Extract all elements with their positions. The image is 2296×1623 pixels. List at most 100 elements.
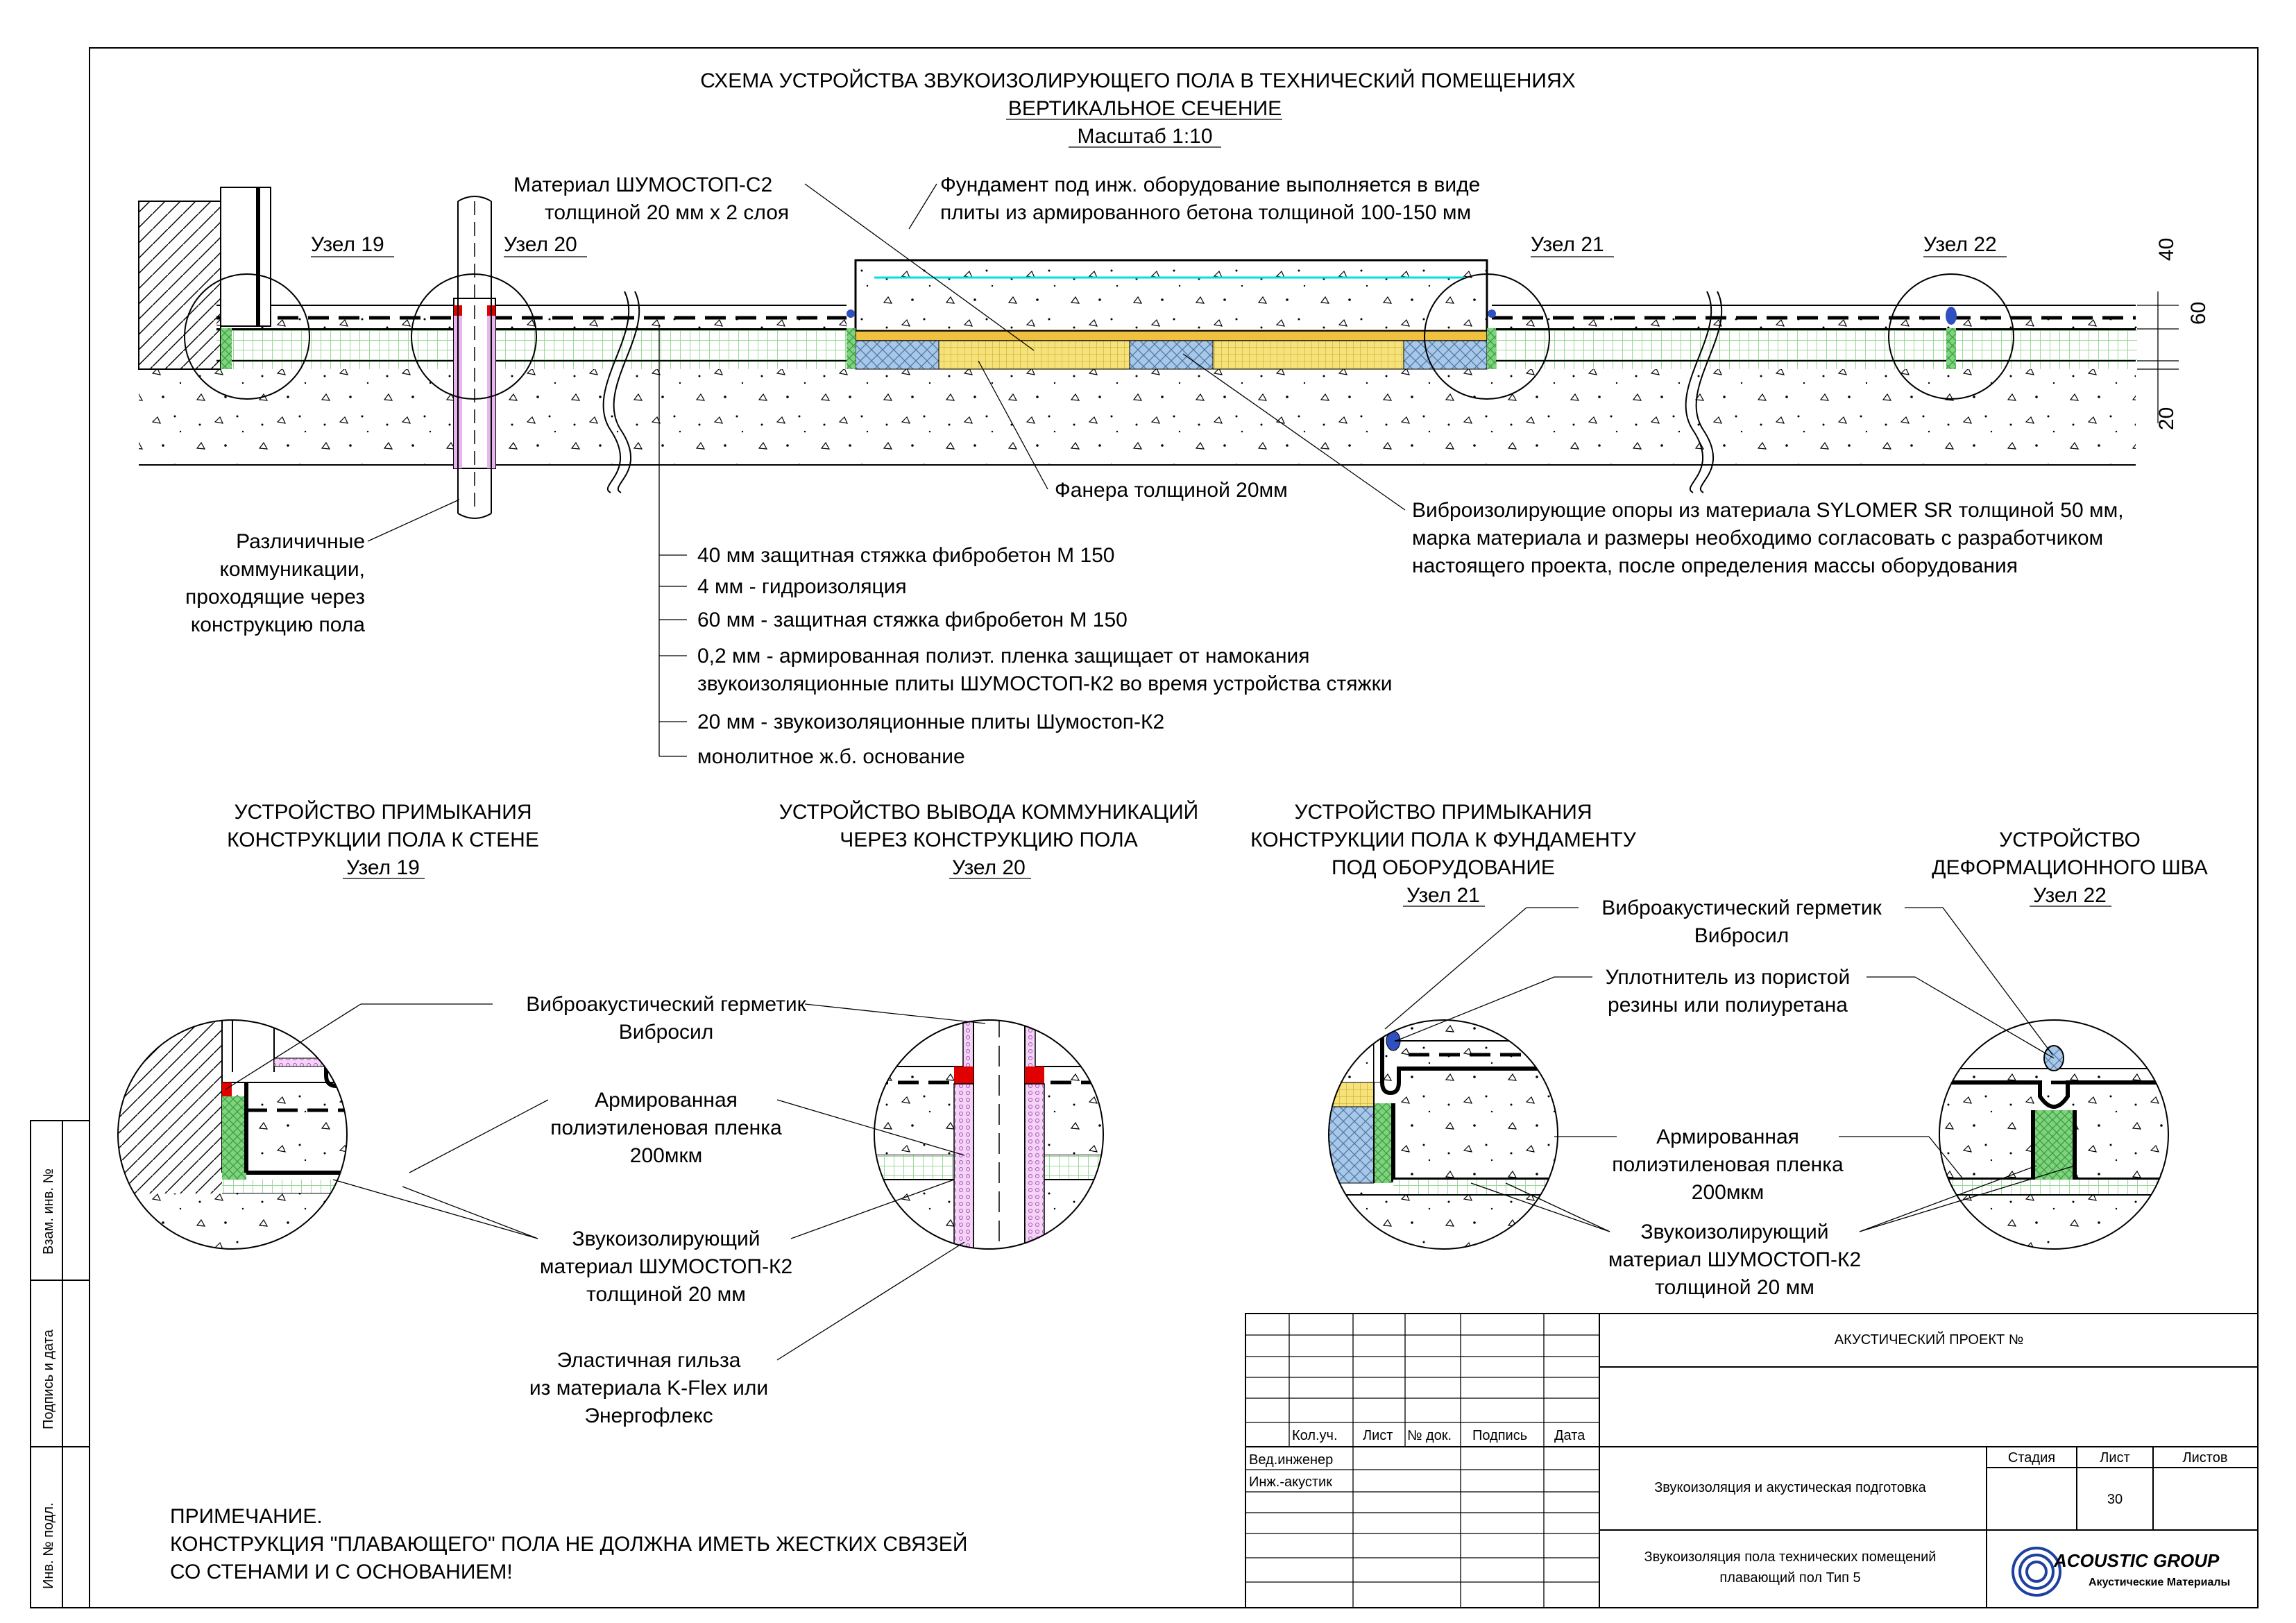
layer-4a: 0,2 мм - армированная полиэт. пленка защ…	[697, 645, 1310, 668]
lc-sealant-2: Вибросил	[619, 1021, 714, 1044]
title-line-2: ВЕРТИКАЛЬНОЕ СЕЧЕНИЕ	[1008, 97, 1282, 120]
section-name: Звукоизоляция и акустическая подготовка	[1654, 1480, 1926, 1495]
equipment-foundation	[854, 259, 1488, 332]
logo-text: ACOUSTIC GROUP	[2053, 1550, 2220, 1571]
lc-sound-3: толщиной 20 мм	[586, 1283, 746, 1306]
col-date: Дата	[1554, 1428, 1585, 1443]
node-19-detail-circle	[117, 1019, 348, 1250]
rc-seal-2: резины или полиуретана	[1608, 994, 1848, 1017]
title-line-3: Масштаб 1:10	[1077, 125, 1212, 148]
sheets-header: Листов	[2183, 1450, 2228, 1465]
lc-sleeve-1: Эластичная гильза	[557, 1349, 741, 1372]
node22-node: Узел 22	[2033, 884, 2107, 907]
sheet-number: 30	[2107, 1492, 2123, 1507]
node19-node: Узел 19	[346, 856, 420, 879]
node21-node: Узел 21	[1406, 884, 1480, 907]
stamp-1: Взам. инв. №	[41, 1169, 56, 1255]
lc-sleeve-3: Энергофлекс	[584, 1404, 713, 1427]
dimension-chain: 40 60 20	[2137, 238, 2210, 430]
node-label-22: Узел 22	[1923, 233, 1997, 256]
callout-comm-2: коммуникации,	[219, 558, 365, 581]
callout-comm-1: Различичные	[236, 530, 365, 553]
lc-sound-1: Звукоизолирующий	[572, 1227, 760, 1250]
node20-title-2: ЧЕРЕЗ КОНСТРУКЦИЮ ПОЛА	[840, 829, 1138, 851]
rc-seal-1: Уплотнитель из пористой	[1606, 966, 1851, 989]
title-block: Кол.уч. Лист № док. Подпись Дата Вед.инж…	[1245, 1313, 2259, 1608]
callout-supports-1: Виброизолирующие опоры из материала SYLO…	[1412, 499, 2124, 522]
rc-sealant-1: Виброакустический герметик	[1601, 897, 1882, 919]
dim-20: 20	[2155, 407, 2178, 430]
side-stamp: Взам. инв. № Подпись и дата Инв. № подл.	[30, 1120, 90, 1608]
node21-title-2: КОНСТРУКЦИИ ПОЛА К ФУНДАМЕНТУ	[1250, 829, 1637, 851]
node21-title-1: УСТРОЙСТВО ПРИМЫКАНИЯ	[1294, 800, 1592, 824]
note-line-2: КОНСТРУКЦИЯ "ПЛАВАЮЩЕГО" ПОЛА НЕ ДОЛЖНА …	[170, 1532, 967, 1556]
lc-sleeve-2: из материала K-Flex или	[529, 1377, 768, 1400]
rc-sound-3: толщиной 20 мм	[1655, 1276, 1814, 1299]
rc-film-3: 200мкм	[1692, 1181, 1764, 1204]
node-label-21: Узел 21	[1531, 233, 1604, 256]
detail-node-22	[1939, 1020, 2168, 1249]
stamp-2: Подпись и дата	[41, 1329, 56, 1429]
main-title: СХЕМА УСТРОЙСТВА ЗВУКОИЗОЛИРУЮЩЕГО ПОЛА …	[700, 69, 1575, 148]
role-1: Вед.инженер	[1249, 1452, 1333, 1468]
node-22-detail-circle	[1939, 1019, 2169, 1250]
callout-supports-2: марка материала и размеры необходимо сог…	[1412, 527, 2103, 550]
note: ПРИМЕЧАНИЕ. КОНСТРУКЦИЯ "ПЛАВАЮЩЕГО" ПОЛ…	[170, 1505, 967, 1583]
node22-title-1: УСТРОЙСТВО	[1999, 828, 2141, 851]
stage-header: Стадия	[2008, 1450, 2055, 1465]
acoustic-group-logo: ACOUSTIC GROUP Акустические Материалы	[2012, 1547, 2230, 1597]
main-section: Узел 19 Узел 20 Узел 21 Узел 22 40 60 20	[138, 187, 2210, 519]
title-line-1: СХЕМА УСТРОЙСТВА ЗВУКОИЗОЛИРУЮЩЕГО ПОЛА …	[700, 69, 1575, 92]
node-20-detail-circle	[874, 1019, 1104, 1250]
node-label-20: Узел 20	[504, 233, 577, 256]
detail-node-21	[1329, 1020, 1558, 1249]
drawing-name-1: Звукоизоляция пола технических помещений	[1644, 1549, 1937, 1565]
rc-sound-2: материал ШУМОСТОП-К2	[1608, 1248, 1861, 1271]
project-label: АКУСТИЧЕСКИЙ ПРОЕКТ №	[1835, 1331, 2023, 1348]
col-list: Лист	[1363, 1428, 1393, 1443]
base-slab	[139, 369, 2136, 465]
detail-node-19	[118, 1020, 347, 1249]
col-kol: Кол.уч.	[1292, 1428, 1338, 1443]
callout-c2-2: толщиной 20 мм х 2 слоя	[545, 201, 789, 224]
left-callouts: Виброакустический герметик Вибросил Арми…	[225, 993, 986, 1427]
callout-foundation-1: Фундамент под инж. оборудование выполняе…	[940, 173, 1480, 196]
col-doc: № док.	[1407, 1428, 1452, 1443]
node-21-circle	[1424, 273, 1550, 400]
node-20-circle	[411, 273, 537, 400]
callout-comm-4: конструкцию пола	[191, 613, 365, 636]
lc-film-2: полиэтиленовая пленка	[550, 1116, 782, 1139]
drawing-name-2: плавающий пол Тип 5	[1719, 1570, 1860, 1586]
lc-sound-2: материал ШУМОСТОП-К2	[540, 1255, 792, 1278]
layer-2: 4 мм - гидроизоляция	[697, 575, 907, 598]
sheet-frame	[89, 47, 2259, 1608]
role-2: Инж.-акустик	[1249, 1475, 1332, 1490]
detail-titles: УСТРОЙСТВО ПРИМЫКАНИЯ КОНСТРУКЦИИ ПОЛА К…	[227, 800, 2208, 907]
node22-title-2: ДЕФОРМАЦИОННОГО ШВА	[1932, 856, 2208, 879]
dim-60: 60	[2187, 302, 2210, 325]
layer-6: монолитное ж.б. основание	[697, 745, 965, 768]
plywood	[855, 330, 1488, 341]
wall	[138, 201, 221, 370]
lc-film-1: Армированная	[595, 1089, 738, 1112]
lc-sealant-1: Виброакустический герметик	[526, 993, 806, 1016]
node-label-19: Узел 19	[311, 233, 384, 256]
node-19-circle	[184, 273, 310, 400]
node19-title-2: КОНСТРУКЦИИ ПОЛА К СТЕНЕ	[227, 829, 539, 851]
layer-1: 40 мм защитная стяжка фибробетон М 150	[697, 544, 1115, 567]
node-21-detail-circle	[1328, 1019, 1558, 1250]
node-22-circle	[1888, 273, 2014, 400]
layer-3: 60 мм - защитная стяжка фибробетон М 150	[697, 609, 1128, 631]
lc-film-3: 200мкм	[630, 1144, 702, 1167]
rc-sound-1: Звукоизолирующий	[1640, 1221, 1828, 1243]
callout-comm-3: проходящие через	[185, 586, 365, 609]
callout-c2-1: Материал ШУМОСТОП-С2	[513, 173, 772, 196]
callout-plywood: Фанера толщиной 20мм	[1055, 479, 1288, 502]
dim-40: 40	[2155, 238, 2178, 261]
note-line-3: СО СТЕНАМИ И С ОСНОВАНИЕМ!	[170, 1561, 513, 1583]
layer-4b: звукоизоляционные плиты ШУМОСТОП-К2 во в…	[697, 672, 1392, 695]
node21-title-3: ПОД ОБОРУДОВАНИЕ	[1332, 856, 1555, 879]
note-line-1: ПРИМЕЧАНИЕ.	[170, 1505, 323, 1528]
layer-5: 20 мм - звукоизоляционные плиты Шумостоп…	[697, 711, 1164, 733]
